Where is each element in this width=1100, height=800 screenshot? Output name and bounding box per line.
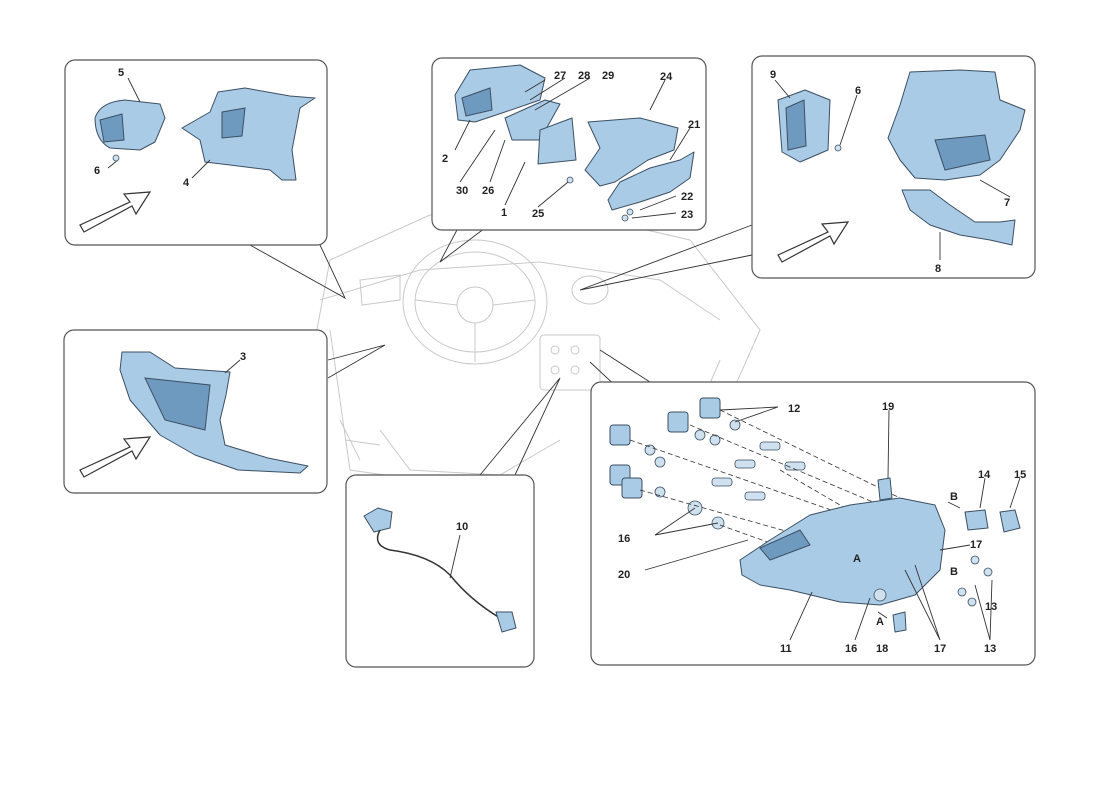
callout-label: 8 (935, 263, 941, 275)
direction-arrow-3 (777, 221, 850, 263)
callout-label: 27 (554, 70, 566, 82)
callout-label: 4 (183, 177, 190, 189)
callout-label: 23 (681, 209, 693, 221)
callout-label: 19 (882, 401, 894, 413)
callout-label: 17 (970, 539, 982, 551)
callout-label: 22 (681, 191, 693, 203)
callout-label: 1 (501, 207, 507, 219)
callout-label: 10 (456, 521, 468, 533)
callout-label: 13 (985, 601, 997, 613)
callout-label: 24 (660, 71, 673, 83)
callout-label: 6 (94, 165, 100, 177)
part-8-lower-bezel (901, 189, 1016, 246)
part-24-cluster-cover (584, 117, 679, 187)
part-7-dashboard-bezel (887, 69, 1026, 181)
callout-label: 9 (770, 69, 776, 81)
part-10-socket (363, 507, 393, 533)
panel-6: 12 19 14 15 B 17 16 20 A B 13 11 16 A 18… (590, 381, 1036, 666)
callout-label: 25 (532, 208, 544, 220)
callout-label: B (950, 566, 958, 578)
callout-label: 2 (442, 153, 448, 165)
callout-label: 29 (602, 70, 614, 82)
callout-label: 11 (780, 643, 792, 655)
callout-label: 15 (1014, 469, 1026, 481)
part-10-connector (495, 611, 517, 633)
callout-label: A (853, 553, 861, 565)
callout-label: 28 (578, 70, 590, 82)
switches (609, 397, 806, 530)
part-14-knob (964, 509, 989, 531)
direction-arrow-1 (79, 191, 152, 233)
callout-label: 30 (456, 185, 468, 197)
callout-label: 16 (618, 533, 630, 545)
callout-label: 3 (240, 351, 246, 363)
callout-label: 14 (978, 469, 991, 481)
part-15-knob (999, 509, 1021, 533)
callout-label: B (950, 491, 958, 503)
callout-pointers (249, 224, 753, 476)
callout-label: 7 (1004, 197, 1010, 209)
callout-label: 5 (118, 67, 124, 79)
panel-4: 3 (63, 329, 328, 494)
part-1-display (537, 117, 577, 165)
part-19-bracket (877, 477, 893, 501)
panel-3: 9 6 7 8 (751, 55, 1036, 279)
cockpit-sketch (299, 209, 761, 481)
callout-label: 20 (618, 569, 630, 581)
callout-label: A (876, 616, 884, 628)
part-4-side-bezel (181, 87, 316, 181)
callout-label: 21 (688, 119, 700, 131)
callout-label: 6 (855, 85, 861, 97)
callout-label: 18 (876, 643, 888, 655)
direction-arrow-4 (79, 436, 152, 478)
part-21-lower-cover (607, 151, 695, 211)
part-11-switch-housing (739, 497, 946, 606)
callout-label: 12 (788, 403, 800, 415)
panel-5: 10 (345, 474, 535, 668)
callout-label: 17 (934, 643, 946, 655)
callout-label: 16 (845, 643, 857, 655)
callout-label: 13 (984, 643, 996, 655)
panel-1: 5 6 4 (64, 59, 328, 246)
part-26-bracket (504, 99, 561, 141)
panel-2: 27 28 29 24 21 2 30 26 1 25 22 23 (431, 57, 707, 231)
callout-label: 26 (482, 185, 494, 197)
part-18-knob (892, 611, 907, 633)
